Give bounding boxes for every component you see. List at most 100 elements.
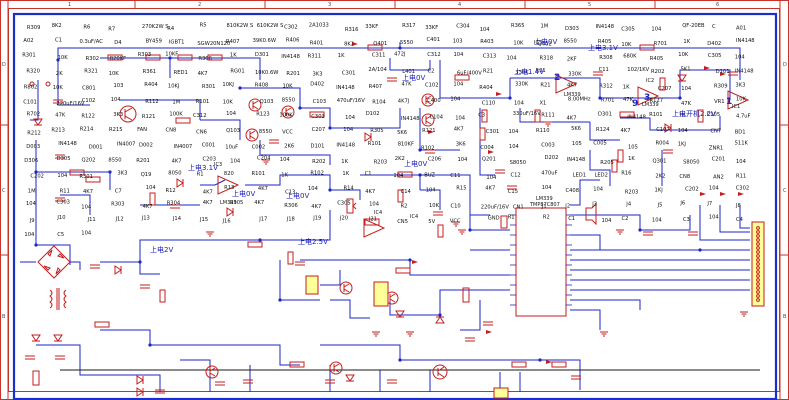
fuse-zr (32, 370, 40, 386)
component-label-262: R301 (79, 174, 93, 180)
component-label-296: 104 (308, 186, 319, 192)
component-label-110: R301 (202, 84, 216, 90)
component-label-175: 4K7 (567, 116, 577, 122)
component-label-309: C202 (685, 187, 699, 193)
component-label-283: CN8 (679, 174, 690, 180)
component-label-205: 104 (678, 128, 689, 134)
diode-d303 (677, 74, 687, 82)
component-label-38: Q401 (373, 41, 387, 47)
grid-top-2: 2 (198, 2, 201, 8)
component-label-210: D001 (89, 144, 103, 150)
resistor-r31 (85, 176, 101, 183)
capacitor-c206 (325, 379, 335, 384)
grid-side-d-right: D (783, 62, 787, 68)
component-label-197: 4K7 (454, 127, 464, 133)
component-label-324: 104 (369, 202, 380, 208)
component-label-73: 680K (623, 53, 637, 59)
component-label-305: C408 (566, 188, 580, 194)
transistor-igbt1 (119, 105, 137, 123)
component-label-76: C305 (708, 53, 722, 59)
component-label-343: J14 (172, 216, 182, 222)
resistor-r802 (149, 192, 156, 206)
resistor-r308 (479, 127, 486, 141)
component-label-279: LED1 (573, 173, 586, 179)
component-label-99: 102/1KV (627, 67, 649, 73)
component-label-114: D402 (310, 81, 324, 87)
component-label-330: J1 (541, 204, 547, 210)
component-label-7: 810K2W S (227, 23, 254, 29)
capacitor-c2 (55, 154, 65, 159)
component-label-183: R213 (51, 127, 65, 133)
component-label-353: VCC (450, 219, 461, 225)
component-label-179: 1K (679, 112, 686, 118)
component-label-271: 1K (342, 171, 349, 177)
component-label-27: C1 (55, 37, 62, 43)
component-label-226: C003 (541, 142, 555, 148)
component-label-130: C101 (23, 100, 37, 106)
comparator-ic4 (363, 218, 386, 238)
component-label-288: 4K7 (83, 189, 93, 195)
component-label-256: Q301 (653, 159, 667, 165)
component-label-338: J9 (29, 218, 35, 224)
component-label-213: IN4007 (174, 144, 193, 150)
component-label-248: C206 (428, 157, 442, 163)
component-label-278: 470uF (541, 171, 557, 177)
component-label-5: R4 (167, 26, 175, 32)
diode-d001b (31, 334, 41, 342)
component-label-141: 470uF/16V (337, 98, 366, 104)
component-label-206: CN7 (710, 128, 721, 134)
component-label-317: R304 (167, 200, 181, 206)
component-label-48: R701 (654, 41, 668, 47)
component-label-198: C301 (486, 129, 500, 135)
grid-side-c-right: C (783, 188, 787, 194)
component-label-277: C12 (511, 173, 521, 179)
component-label-15: C304 (456, 23, 470, 29)
component-label-45: 8550 (564, 39, 577, 45)
component-label-166: C303 (311, 114, 325, 120)
component-label-355: R1 (508, 215, 515, 221)
transistor-q402 (281, 105, 295, 119)
diode-d004 (33, 118, 43, 126)
ic-label-10: IC4 (374, 210, 382, 216)
component-label-186: FAN (137, 127, 147, 133)
component-label-65: 472J (394, 52, 406, 58)
component-label-103: IN4148 (735, 68, 754, 74)
component-label-81: 10K (109, 71, 120, 77)
capacitor-c1 (53, 99, 63, 104)
comparator-ic2-a (217, 175, 240, 195)
component-label-60: D301 (255, 52, 269, 58)
component-label-361: C3 (683, 217, 690, 223)
ic-label-5: IC3 (214, 162, 222, 168)
component-label-292: 4K7 (203, 190, 213, 196)
component-label-31: IGBT1 (169, 39, 185, 45)
component-label-32: SGW20N120 (197, 41, 230, 47)
component-label-146: C110 (482, 101, 496, 107)
capacitor-c312 (295, 261, 305, 266)
component-label-334: J5 (657, 202, 663, 208)
component-label-126: C207 (658, 86, 672, 92)
component-label-160: R121 (142, 114, 156, 120)
component-label-172: C3 (478, 112, 485, 118)
voltage-note-8: 上电2V (150, 245, 173, 254)
transistor-q401 (248, 98, 262, 112)
capacitor-c302 (387, 77, 397, 82)
component-label-30: BY459 (146, 38, 162, 44)
diode-d402b (226, 207, 234, 217)
comparator-ic1 (555, 74, 578, 94)
component-label-260: C202 (30, 174, 44, 180)
voltage-note-1: 上电1.4V (514, 67, 544, 76)
transformer-t2 (49, 288, 67, 310)
voltage-annotations: 上电3.1V上电1.4V上电0V上电0V上电开机2.2V上电3.1V上电0V上电… (150, 37, 716, 254)
component-label-239: 4K7 (172, 159, 182, 165)
capacitor-c005 (140, 284, 150, 289)
component-label-173: 330uF/16V (513, 111, 542, 117)
component-label-342: J13 (141, 215, 150, 221)
component-label-298: 4K7 (365, 189, 375, 195)
ic-label-2: IC2 (646, 78, 654, 84)
component-label-272: C1 (365, 171, 372, 177)
component-label-211: IN4007 (117, 142, 136, 148)
led-1 (395, 310, 405, 318)
component-label-194: R305 (370, 128, 384, 134)
component-label-303: C15 (508, 189, 518, 195)
component-label-55: 820KF (110, 56, 126, 62)
